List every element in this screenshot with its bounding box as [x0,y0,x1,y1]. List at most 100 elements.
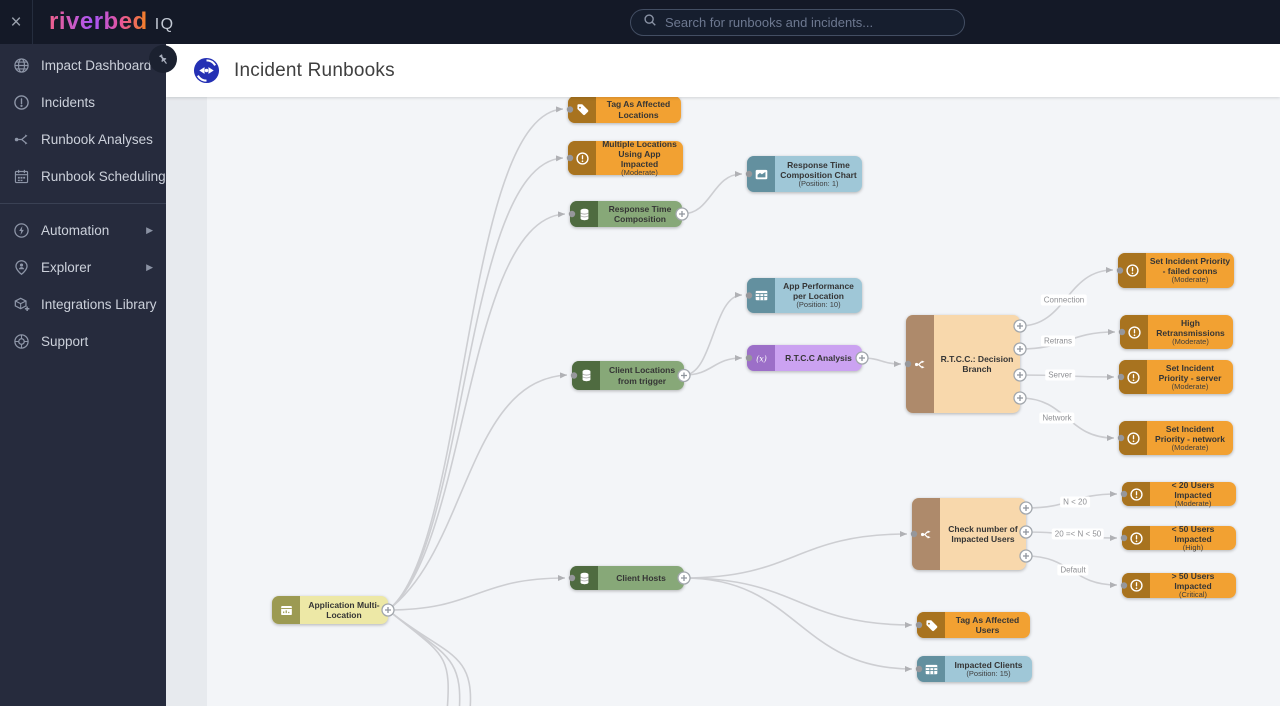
search-input[interactable] [665,15,952,30]
add-step-port[interactable] [381,603,395,617]
node-label: App Performance per Location [783,281,854,302]
node-check-number-of-impacted-users[interactable]: Check number of Impacted Users [912,498,1026,570]
input-port [910,530,918,538]
node-body: Impacted Clients(Position: 15) [945,656,1032,682]
node-label: Check number of Impacted Users [948,523,1018,544]
sidebar-item-explorer[interactable]: Explorer▶ [0,249,166,286]
add-step-port[interactable] [1013,342,1027,356]
add-step-port[interactable] [677,571,691,585]
edge-connector [683,531,908,579]
node-impacted-clients[interactable]: Impacted Clients(Position: 15) [917,656,1032,682]
add-step-port[interactable] [1013,391,1027,405]
node-application-multi-location[interactable]: Application Multi-Location [272,596,388,624]
add-step-port[interactable] [677,368,691,383]
add-step-port[interactable] [855,351,869,365]
brand-wordmark: riverbed [49,8,148,35]
node-body: R.T.C.C.: Decision Branch [934,315,1020,413]
node-response-time-composition-chart[interactable]: Response Time Composition Chart(Position… [747,156,862,192]
sidebar-item-integrations-library[interactable]: Integrations Library [0,286,166,323]
edge-label: Network [1039,412,1075,424]
node-set-incident-priority-failed-conns[interactable]: Set Incident Priority - failed conns(Mod… [1118,253,1234,288]
node-body: Tag As Affected Locations [596,97,681,123]
sidebar-item-incidents[interactable]: Incidents [0,84,166,121]
sidebar-item-runbook-analyses[interactable]: Runbook Analyses [0,121,166,158]
node-rtcc-analysis[interactable]: (x)R.T.C.C Analysis [747,345,862,371]
node-label: Set Incident Priority - network [1155,423,1225,444]
node-sublabel: (Position: 1) [798,178,839,188]
node-body: < 20 Users Impacted(Moderate) [1150,480,1236,508]
node-set-incident-priority-server[interactable]: Set Incident Priority - server(Moderate) [1119,360,1233,394]
tag-icon [568,97,596,123]
edge-connector [683,355,743,376]
input-port [1120,490,1128,498]
sidebar-item-impact-dashboard[interactable]: Impact Dashboard [0,47,166,84]
add-step-port[interactable] [1019,501,1033,515]
node-body: Tag As Affected Users [945,612,1030,638]
node-body: High Retransmissions(Moderate) [1148,315,1233,349]
edge-connector [387,211,566,611]
input-port [1120,582,1128,589]
search-box[interactable] [630,9,965,36]
input-port [745,354,753,362]
node-tag-as-affected-locations[interactable]: Tag As Affected Locations [568,97,681,123]
node-label: Set Incident Priority - server [1158,362,1222,383]
input-port [904,360,912,368]
input-port [1116,267,1124,274]
node-response-time-composition[interactable]: Response Time Composition [570,201,682,227]
node-label: R.T.C.C.: Decision Branch [940,353,1014,374]
input-port [1120,534,1128,542]
sidebar-item-label: Integrations Library [41,297,157,312]
sidebar-item-label: Impact Dashboard [41,58,152,73]
add-step-port[interactable] [1019,549,1033,563]
node-body: Set Incident Priority - network(Moderate… [1147,421,1233,455]
add-step-port[interactable] [1013,319,1027,333]
page-title: Incident Runbooks [234,59,395,81]
node-high-retransmissions[interactable]: High Retransmissions(Moderate) [1120,315,1233,349]
sidebar-item-automation[interactable]: Automation ▶ [0,212,166,249]
brand-logo: riverbed IQ [49,8,175,36]
sidebar-item-support[interactable]: Support [0,323,166,360]
sidebar-item-runbook-scheduling[interactable]: Runbook Scheduling [0,158,166,195]
edges-layer [387,106,1118,706]
sidebar-item-label: Explorer [41,260,92,275]
node-gt-50-users-impacted[interactable]: > 50 Users Impacted(Critical) [1122,571,1236,599]
add-step-port[interactable] [1013,368,1027,382]
node-lt-50-users-impacted[interactable]: < 50 Users Impacted(High) [1122,524,1236,551]
sidebar-item-label: Automation [41,223,110,238]
add-step-port[interactable] [675,207,689,221]
node-label: R.T.C.C Analysis [785,352,852,363]
node-label: Response Time Composition Chart [780,159,857,180]
pin-button[interactable] [149,45,177,73]
node-body: Application Multi-Location [300,596,388,624]
node-label: Multiple Locations Using App Impacted [602,138,677,169]
edge-label: N < 20 [1060,496,1090,508]
edge-connector [387,155,564,611]
edge-label: 20 =< N < 50 [1051,528,1105,540]
node-lt-20-users-impacted[interactable]: < 20 Users Impacted(Moderate) [1122,480,1236,508]
sidebar-item-label: Runbook Scheduling [41,169,166,184]
node-multiple-locations-using-app-impacted[interactable]: Multiple Locations Using App Impacted(Mo… [568,138,683,176]
add-step-port[interactable] [1019,525,1033,539]
node-set-incident-priority-network[interactable]: Set Incident Priority - network(Moderate… [1119,421,1233,455]
chevron-right-icon: ▶ [146,225,153,235]
globe-icon [13,57,30,74]
calendar-icon [13,168,30,185]
node-body: Set Incident Priority - server(Moderate) [1147,360,1233,394]
input-port [915,665,923,673]
edge-connector [683,577,913,628]
node-body: Response Time Composition Chart(Position… [775,156,862,192]
edge-connector [683,292,743,376]
close-column: × [0,0,33,44]
node-client-hosts[interactable]: Client Hosts [570,566,684,590]
input-port [1118,328,1126,336]
node-sublabel: (Position: 10) [796,300,841,310]
edge-connector [387,372,568,611]
share-icon [13,131,30,148]
bolt-icon [13,222,30,239]
sidebar-item-label: Incidents [41,95,96,110]
node-label: > 50 Users Impacted [1171,571,1215,592]
close-button[interactable]: × [10,11,22,33]
node-rtcc-decision-branch[interactable]: R.T.C.C.: Decision Branch [906,315,1020,413]
